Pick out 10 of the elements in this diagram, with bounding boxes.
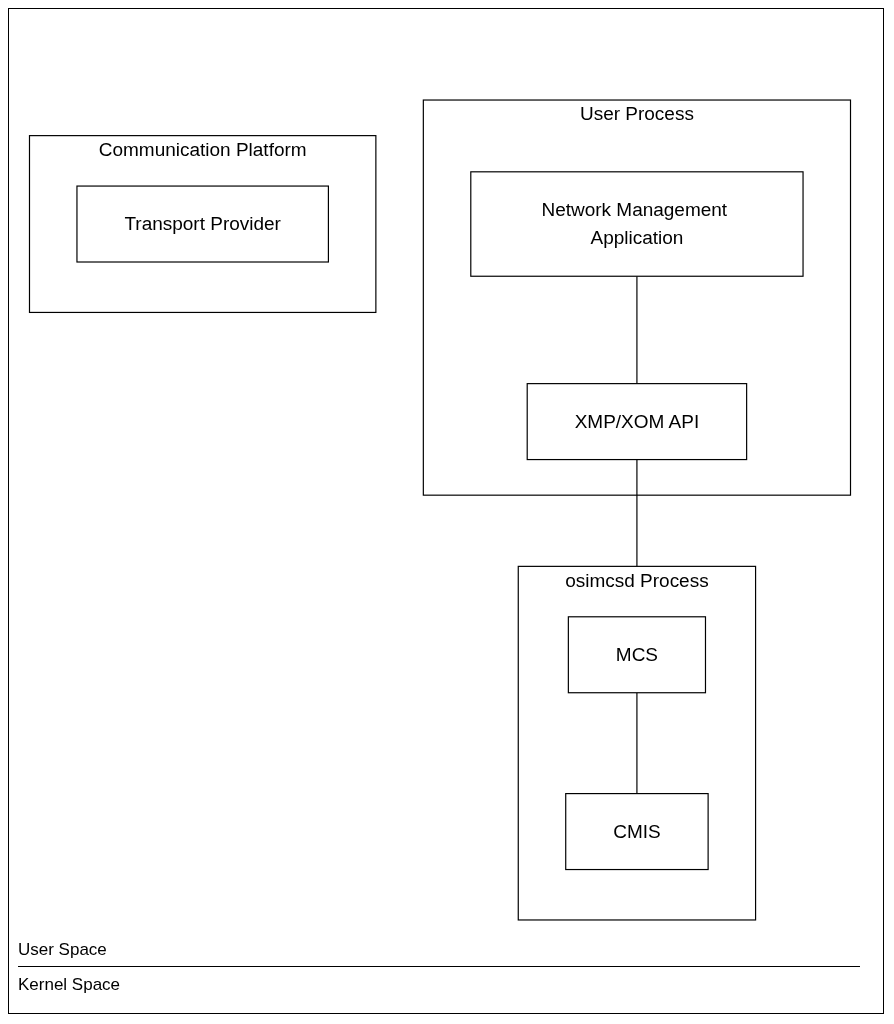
node-box: Network Management Application — [470, 171, 804, 277]
connector — [636, 458, 638, 567]
connector — [636, 275, 638, 385]
node-box: Transport Provider — [76, 185, 329, 263]
connector — [636, 692, 638, 795]
node-box: MCS — [567, 616, 707, 694]
node-box: XMP/XOM API — [526, 383, 748, 461]
space-label: Kernel Space — [18, 975, 121, 995]
space-label: User Space — [18, 940, 107, 960]
node-box: CMIS — [565, 793, 709, 871]
